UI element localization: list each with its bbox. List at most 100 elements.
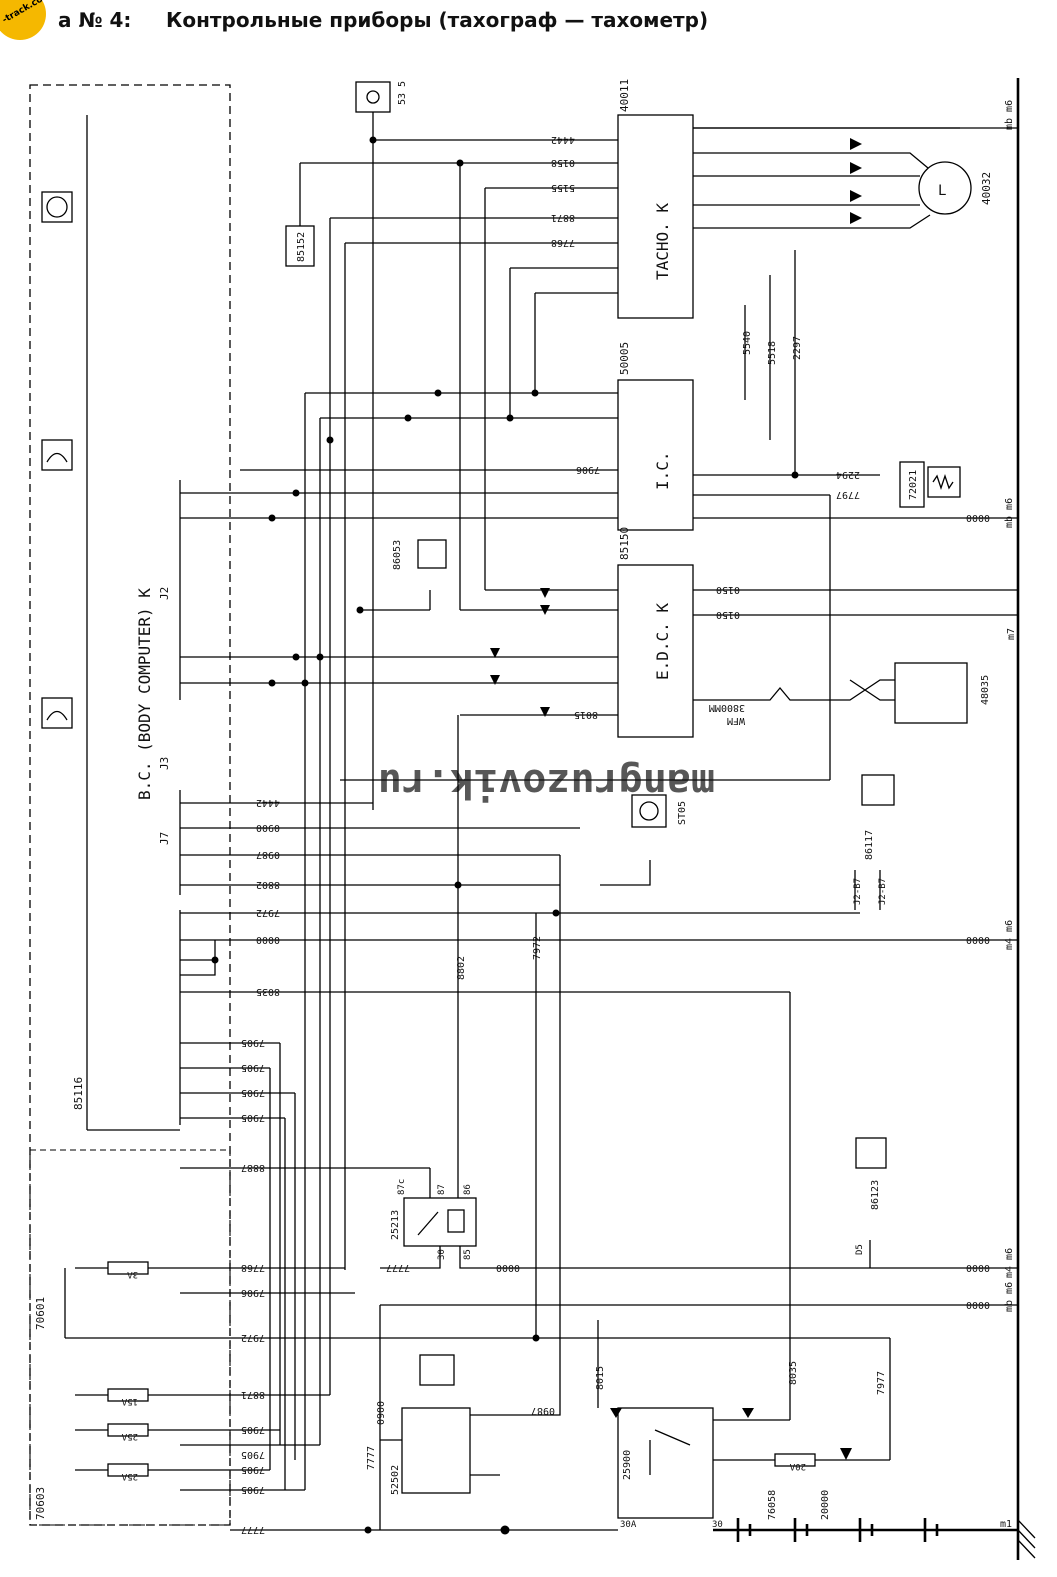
wire-0000-bus: 0000 [966,1299,990,1310]
wire-0150-a: 0150 [716,584,740,595]
wire-7905-h: 7905 [241,1484,265,1495]
wire-0000-relay-right: 0000 [966,1262,990,1273]
wire-5518: 5518 [767,341,778,365]
page-title: Контрольные приборы (тахограф — тахометр… [166,8,709,32]
lamp-code: 53 5 [397,81,408,105]
wire-0158: 0158 [551,157,575,168]
ic-code: 50005 [618,342,631,375]
gauge-icon [41,439,73,471]
wire-7906: 7906 [576,464,600,475]
wire-7972-vert: 7972 [532,936,543,960]
tacho-code: 40011 [618,79,631,112]
c86123-code: 86123 [870,1180,881,1210]
c85152-code: 85152 [296,232,307,262]
wire-2297: 2297 [792,336,803,360]
wire-8015-edc: 8015 [574,709,598,720]
wire-0000-ic: 0000 [966,512,990,523]
ground-m4-m6-a: m4 m6 [1004,920,1015,950]
relay-code: 25213 [390,1210,401,1240]
switch-52502 [401,1407,471,1494]
wire-0000-j: 0000 [256,934,280,945]
switch-25900 [617,1407,714,1519]
connector-j2: J2 [158,587,171,600]
wire-7905-c: 7905 [241,1087,265,1098]
wire-8035-sw: 8035 [788,1361,799,1385]
fuse-25a-a: 25A [121,1431,138,1441]
ems-label: 3800MM [709,702,745,713]
wire-0900-j7: 0900 [256,822,280,833]
wire-0987-sw: 0987 [531,1405,555,1416]
page-number: а № 4: [58,8,132,32]
ground-m4-m6-b: m4 m6 [1004,1248,1015,1278]
relay-25213 [403,1197,477,1247]
relay-pin-30: 30 [437,1249,447,1260]
wire-7905-d: 7905 [241,1112,265,1123]
wire-4442-j7: 4442 [256,797,280,808]
gauge-icon [41,191,73,223]
c52502-code: 52502 [390,1465,401,1495]
edc-module [617,564,694,738]
pin-30: 30 [712,1520,723,1530]
wire-0900-sw: 0900 [376,1401,387,1425]
ic-name: I.C. [653,451,672,490]
wire-7977: 7977 [876,1371,887,1395]
pin-30a: 30A [620,1520,637,1530]
wire-8887: 8887 [241,1162,265,1173]
relay-pin-87c: 87c [397,1179,407,1195]
edc-code: 85150 [618,527,631,560]
connector-j2b7-b: J2-B7 [878,878,888,905]
wire-8802-j7: 8802 [256,879,280,890]
relay-pin-86: 86 [463,1184,473,1195]
c25900-code: 25900 [622,1450,633,1480]
wire-7777-bottom: 7777 [241,1524,265,1535]
tacho-name: TACHO. K [653,203,672,280]
wire-8871-fuse: 8871 [241,1389,265,1400]
wire-7972-j: 7972 [256,907,280,918]
wire-7768-fuse: 7768 [241,1262,265,1273]
connector-j7: J7 [158,832,171,845]
wire-7777-relay: 7777 [386,1262,410,1273]
ground-mb-m6-bottom: mb m6 [1004,1282,1015,1312]
lamp-icon [355,81,391,113]
fuse-20a: 20A [789,1461,806,1471]
wire-8015-sw: 8015 [595,1366,606,1390]
wire-0987-j7: 0987 [256,849,280,860]
bc-code: 85116 [72,1077,85,1110]
wire-0000-j-right: 0000 [966,934,990,945]
wire-7768: 7768 [551,237,575,248]
wire-7906-fuse: 7906 [241,1287,265,1298]
wire-7797: 7797 [836,489,860,500]
wire-7905-e: 7905 [241,1424,265,1435]
tacho-module [617,114,694,319]
speed-sensor-code: 40032 [980,172,993,205]
bc-label: B.C. (BODY COMPUTER) K [135,588,154,800]
wire-5540: 5540 [742,331,753,355]
wire-0150-b: 0150 [716,609,740,620]
battery-symbol [736,1518,939,1542]
wfm-label: WFM [727,715,745,726]
ground-m1: m1 [1000,1519,1012,1530]
wire-8035: 8035 [256,986,280,997]
wire-7905-b: 7905 [241,1062,265,1073]
svg-text:L: L [938,183,946,199]
wire-7972-bus: 7972 [241,1332,265,1343]
speed-sensor: L 40032 [918,161,993,215]
fuse-3a: 3A [127,1269,138,1279]
ground-m7: m7 [1006,628,1017,640]
fuse-25a-b: 25A [121,1471,138,1481]
fusebox-70601-code: 70601 [34,1297,47,1330]
relay-pin-87: 87 [437,1184,447,1195]
wire-8871: 8871 [551,212,575,223]
wire-4442: 4442 [551,134,575,145]
connector-j3: J3 [158,757,171,770]
wire-7777-sw: 7777 [366,1446,377,1470]
c86117-code: 86117 [864,830,875,860]
ground-mb-m6-top: mb m6 [1004,498,1015,528]
c48035-code: 48035 [980,675,991,705]
edc-name: E.D.C. K [653,603,672,680]
wire-7905-f: 7905 [241,1449,265,1460]
c86053-code: 86053 [392,540,403,570]
fuse-15a: 15A [121,1396,138,1406]
wire-0000-relay: 0000 [496,1262,520,1273]
